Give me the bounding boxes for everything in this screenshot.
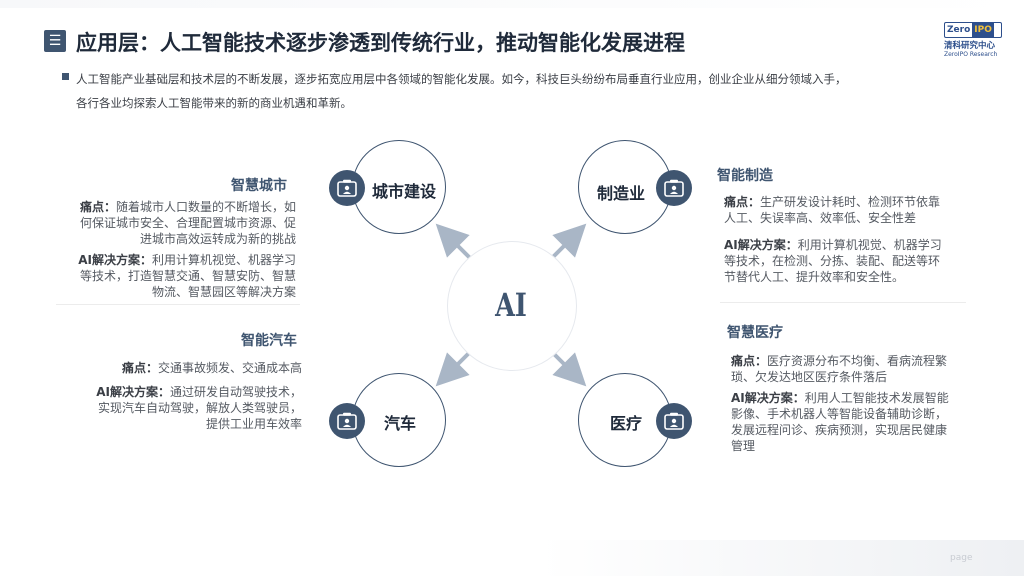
smart-city-title: 智慧城市	[231, 178, 287, 194]
city-id-card-icon	[329, 170, 365, 206]
smart-medical-solution-line-3: 发展远程问诊、疾病预测，实现居民健康	[731, 423, 948, 437]
city-node-circle	[352, 140, 446, 234]
smart-medical-solution-line-4: 管理	[731, 439, 756, 453]
smart-manufacturing-pain-label: 痛点：	[724, 195, 761, 209]
smart-auto-title: 智能汽车	[241, 333, 297, 349]
smart-manufacturing-solution-line-3: 节替代人工、提升效率和安全性。	[724, 270, 905, 284]
ai-center-circle	[447, 241, 577, 371]
smart-city-solution-line-1: 利用计算机视觉、机器学习	[151, 253, 296, 267]
auto-id-card-icon	[329, 403, 365, 439]
intro-paragraph: 人工智能产业基础层和技术层的不断发展，逐步拓宽应用层中各领域的智能化发展。如今，…	[76, 67, 956, 115]
smart-auto-solution-line-2: 实现汽车自动驾驶，解放人类驾驶员，	[97, 401, 302, 415]
right-divider	[720, 302, 966, 303]
smart-city-pain-label: 痛点：	[79, 200, 116, 214]
intro-line-1: 人工智能产业基础层和技术层的不断发展，逐步拓宽应用层中各领域的智能化发展。如今，…	[76, 72, 847, 86]
manufacturing-id-card-icon	[656, 170, 692, 206]
logo-cn-text: 清科研究中心	[944, 41, 996, 51]
smart-manufacturing-solution: AI解决方案：利用计算机视觉、机器学习 等技术，在检测、分拣、装配、配送等环 节…	[724, 237, 974, 285]
smart-medical-solution-line-1: 利用人工智能技术发展智能	[804, 391, 949, 405]
smart-city-pain-line-1: 随着城市人口数量的不断增长，如	[115, 200, 296, 214]
smart-auto-solution-line-3: 提供工业用车效率	[205, 417, 302, 431]
smart-auto-solution: AI解决方案：通过研发自动驾驶技术， 实现汽车自动驾驶，解放人类驾驶员， 提供工…	[56, 384, 302, 432]
smart-medical-pain-line-2: 琐、欠发达地区医疗条件落后	[731, 370, 888, 384]
smart-manufacturing-solution-label: AI解决方案：	[724, 238, 798, 252]
smart-manufacturing-solution-line-1: 利用计算机视觉、机器学习	[797, 238, 942, 252]
smart-medical-solution-label: AI解决方案：	[731, 391, 805, 405]
city-node-label: 城市建设	[372, 182, 437, 201]
smart-auto-solution-label: AI解决方案：	[96, 385, 170, 399]
logo-en-text: ZeroIPO Research	[944, 51, 998, 58]
manufacturing-node-label: 制造业	[597, 184, 646, 203]
smart-auto-pain-label: 痛点：	[121, 361, 158, 375]
smart-medical-solution: AI解决方案：利用人工智能技术发展智能 影像、手术机器人等智能设备辅助诊断， 发…	[731, 390, 976, 454]
smart-medical-pain-line-1: 医疗资源分布不均衡、看病流程繁	[767, 354, 948, 368]
smart-medical-pain: 痛点：医疗资源分布不均衡、看病流程繁 琐、欠发达地区医疗条件落后	[731, 353, 976, 385]
smart-medical-solution-line-2: 影像、手术机器人等智能设备辅助诊断，	[731, 407, 948, 421]
smart-medical-pain-label: 痛点：	[731, 354, 768, 368]
auto-node-label: 汽车	[384, 414, 417, 433]
zeroipo-logo: Zero IPO 清科研究中心 ZeroIPO Research	[944, 22, 1004, 60]
ai-center-label: AI	[495, 286, 527, 324]
smart-auto-solution-line-1: 通过研发自动驾驶技术，	[169, 385, 302, 399]
smart-manufacturing-solution-line-2: 等技术，在检测、分拣、装配、配送等环	[724, 254, 941, 268]
smart-city-solution-line-3: 物流、智慧园区等解决方案	[151, 285, 296, 299]
smart-city-solution: AI解决方案：利用计算机视觉、机器学习 等技术，打造智慧交通、智慧安防、智慧 物…	[46, 252, 296, 300]
smart-city-pain-line-2: 何保证城市安全、合理配置城市资源、促	[79, 216, 296, 230]
left-divider	[56, 304, 300, 305]
medical-id-card-icon	[656, 403, 692, 439]
smart-city-pain-line-3: 进城市高效运转成为新的挑战	[139, 232, 296, 246]
smart-manufacturing-pain-line-2: 人工、失误率高、效率低、安全性差	[724, 211, 917, 225]
auto-node-circle	[352, 373, 446, 467]
logo-mark: Zero IPO	[944, 22, 1002, 38]
top-band	[0, 0, 1024, 8]
smart-city-solution-label: AI解决方案：	[78, 253, 152, 267]
footer-band	[540, 540, 1024, 576]
smart-auto-pain: 痛点：交通事故频发、交通成本高	[56, 360, 302, 376]
smart-manufacturing-pain: 痛点：生产研发设计耗时、检测环节依靠 人工、失误率高、效率低、安全性差	[724, 194, 974, 226]
smart-city-pain: 痛点：随着城市人口数量的不断增长，如 何保证城市安全、合理配置城市资源、促 进城…	[46, 199, 296, 247]
page-title: 应用层：人工智能技术逐步渗透到传统行业，推动智能化发展进程	[76, 31, 685, 55]
smart-manufacturing-pain-line-1: 生产研发设计耗时、检测环节依靠	[760, 195, 941, 209]
smart-auto-pain-text: 交通事故频发、交通成本高	[157, 361, 302, 375]
intro-line-2: 各行各业均探索人工智能带来的新的商业机遇和革新。	[76, 96, 352, 110]
smart-city-solution-line-2: 等技术，打造智慧交通、智慧安防、智慧	[79, 269, 296, 283]
medical-node-label: 医疗	[610, 414, 643, 433]
smart-medical-title: 智慧医疗	[727, 325, 783, 341]
smart-manufacturing-title: 智能制造	[717, 168, 773, 184]
page-label: page	[950, 553, 973, 563]
menu-lines-icon: ☰	[44, 30, 66, 52]
intro-bullet-icon	[62, 73, 69, 80]
